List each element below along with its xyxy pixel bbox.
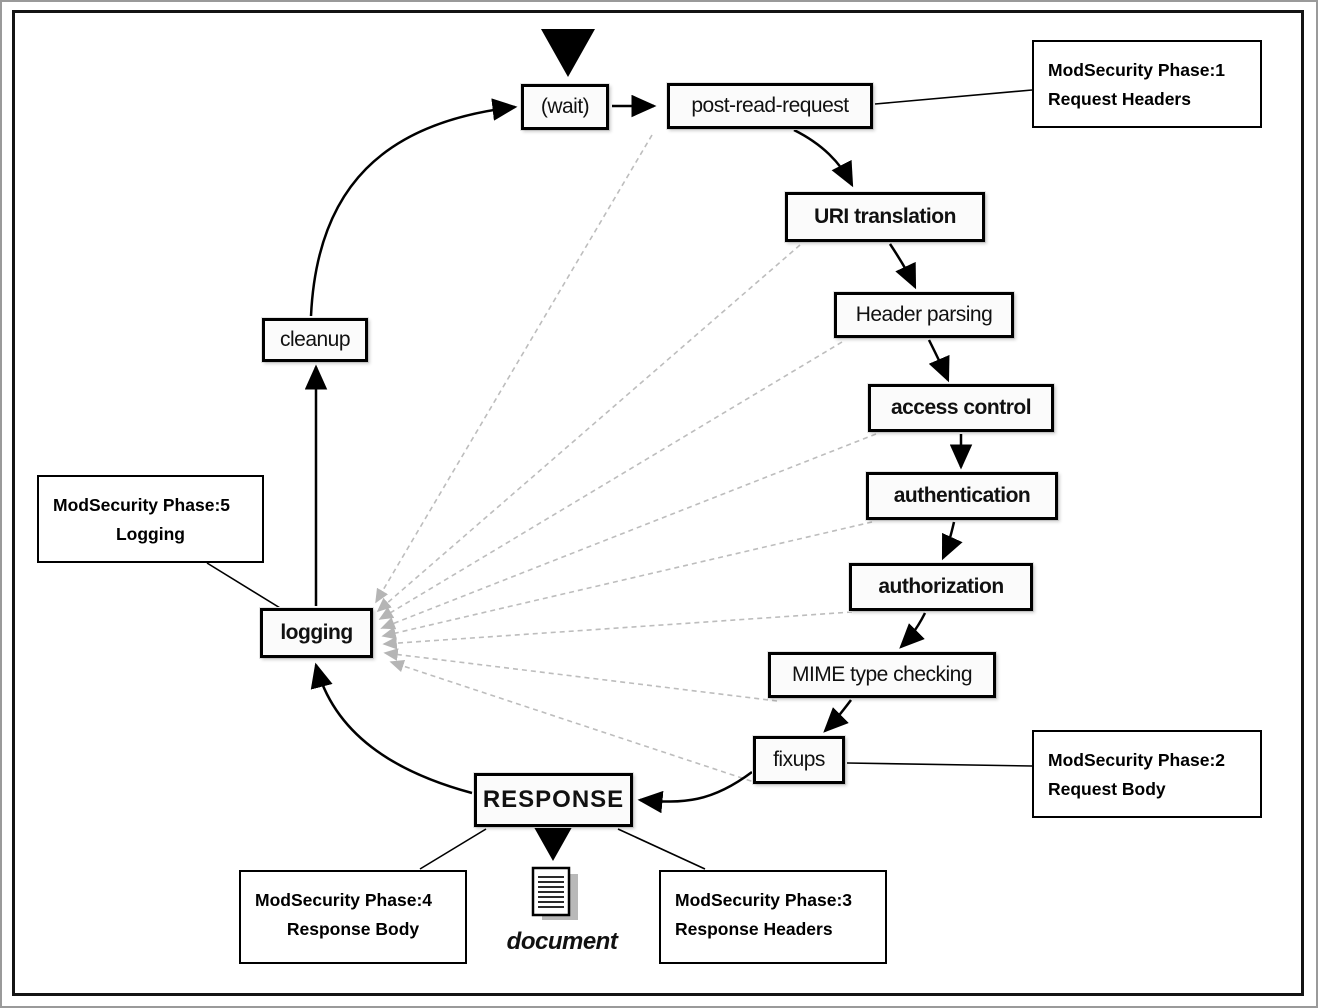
arrow-postread-to-uri bbox=[793, 128, 854, 188]
dashed-uritranslation-to-logging bbox=[376, 244, 801, 613]
node-cleanup: cleanup bbox=[262, 318, 368, 362]
callout-phase2-line2: Request Body bbox=[1048, 778, 1166, 799]
arrow-headerparsing-to-accesscontrol bbox=[927, 339, 950, 383]
dashed-logging-arrows bbox=[375, 134, 877, 785]
callout-phase3-line1: ModSecurity Phase:3 bbox=[675, 890, 852, 910]
callout-phase4-line1: ModSecurity Phase:4 bbox=[255, 890, 432, 910]
document-label: document bbox=[506, 928, 618, 955]
node-wait: (wait) bbox=[521, 84, 609, 130]
node-fixups: fixups bbox=[753, 736, 845, 784]
arrow-authorization-to-mime bbox=[899, 612, 927, 649]
node-access-control: access control bbox=[868, 384, 1054, 432]
dashed-headerparsing-to-logging bbox=[378, 341, 843, 620]
node-authorization: authorization bbox=[849, 563, 1033, 611]
arrow-mime-to-fixups bbox=[823, 699, 852, 733]
arrow-fixups-to-response bbox=[637, 770, 753, 814]
callout-phase2: ModSecurity Phase:2 Request Body bbox=[1032, 730, 1262, 818]
callout-phase1-line1: ModSecurity Phase:1 bbox=[1048, 60, 1225, 80]
document-icon bbox=[531, 866, 578, 920]
node-header-parsing: Header parsing bbox=[834, 292, 1014, 338]
connector-phase5 bbox=[206, 562, 286, 612]
arrow-uri-to-headerparsing bbox=[888, 243, 917, 290]
connector-phase3 bbox=[617, 828, 706, 870]
connector-phase1 bbox=[874, 89, 1033, 105]
node-mime-type-checking: MIME type checking bbox=[768, 652, 996, 698]
connector-phase2 bbox=[846, 762, 1033, 767]
cycle-arrows bbox=[304, 29, 973, 861]
node-response: RESPONSE bbox=[474, 773, 633, 827]
callout-connectors bbox=[206, 89, 1033, 870]
callout-phase3-line2: Response Headers bbox=[675, 918, 833, 939]
callout-phase5-line2: Logging bbox=[115, 523, 185, 544]
arrow-authentication-to-authorization bbox=[941, 521, 963, 561]
node-uri-translation: URI translation bbox=[785, 192, 985, 242]
arrow-response-to-logging bbox=[310, 662, 473, 795]
node-post-read-request: post-read-request bbox=[667, 83, 873, 129]
callout-phase3: ModSecurity Phase:3 Response Headers bbox=[659, 870, 887, 964]
callout-phase4-line2: Response Body bbox=[286, 918, 420, 939]
node-authentication: authentication bbox=[866, 472, 1058, 520]
arrow-cleanup-to-wait bbox=[309, 98, 518, 317]
dashed-authorization-to-logging bbox=[382, 611, 853, 650]
dashed-accesscontrol-to-logging bbox=[380, 433, 877, 630]
callout-phase1: ModSecurity Phase:1 Request Headers bbox=[1032, 40, 1262, 128]
node-logging: logging bbox=[260, 608, 373, 658]
callout-phase5: ModSecurity Phase:5 Logging bbox=[37, 475, 264, 563]
dashed-authentication-to-logging bbox=[381, 521, 873, 640]
dashed-postread-to-logging bbox=[375, 134, 653, 604]
callout-phase4: ModSecurity Phase:4 Response Body bbox=[239, 870, 467, 964]
dashed-fixups-to-logging bbox=[389, 659, 761, 785]
dashed-mime-to-logging bbox=[383, 648, 778, 702]
callout-phase2-line1: ModSecurity Phase:2 bbox=[1048, 750, 1225, 770]
connector-phase4 bbox=[419, 828, 487, 870]
callout-phase5-line1: ModSecurity Phase:5 bbox=[53, 495, 230, 515]
callout-phase1-line2: Request Headers bbox=[1048, 88, 1191, 109]
